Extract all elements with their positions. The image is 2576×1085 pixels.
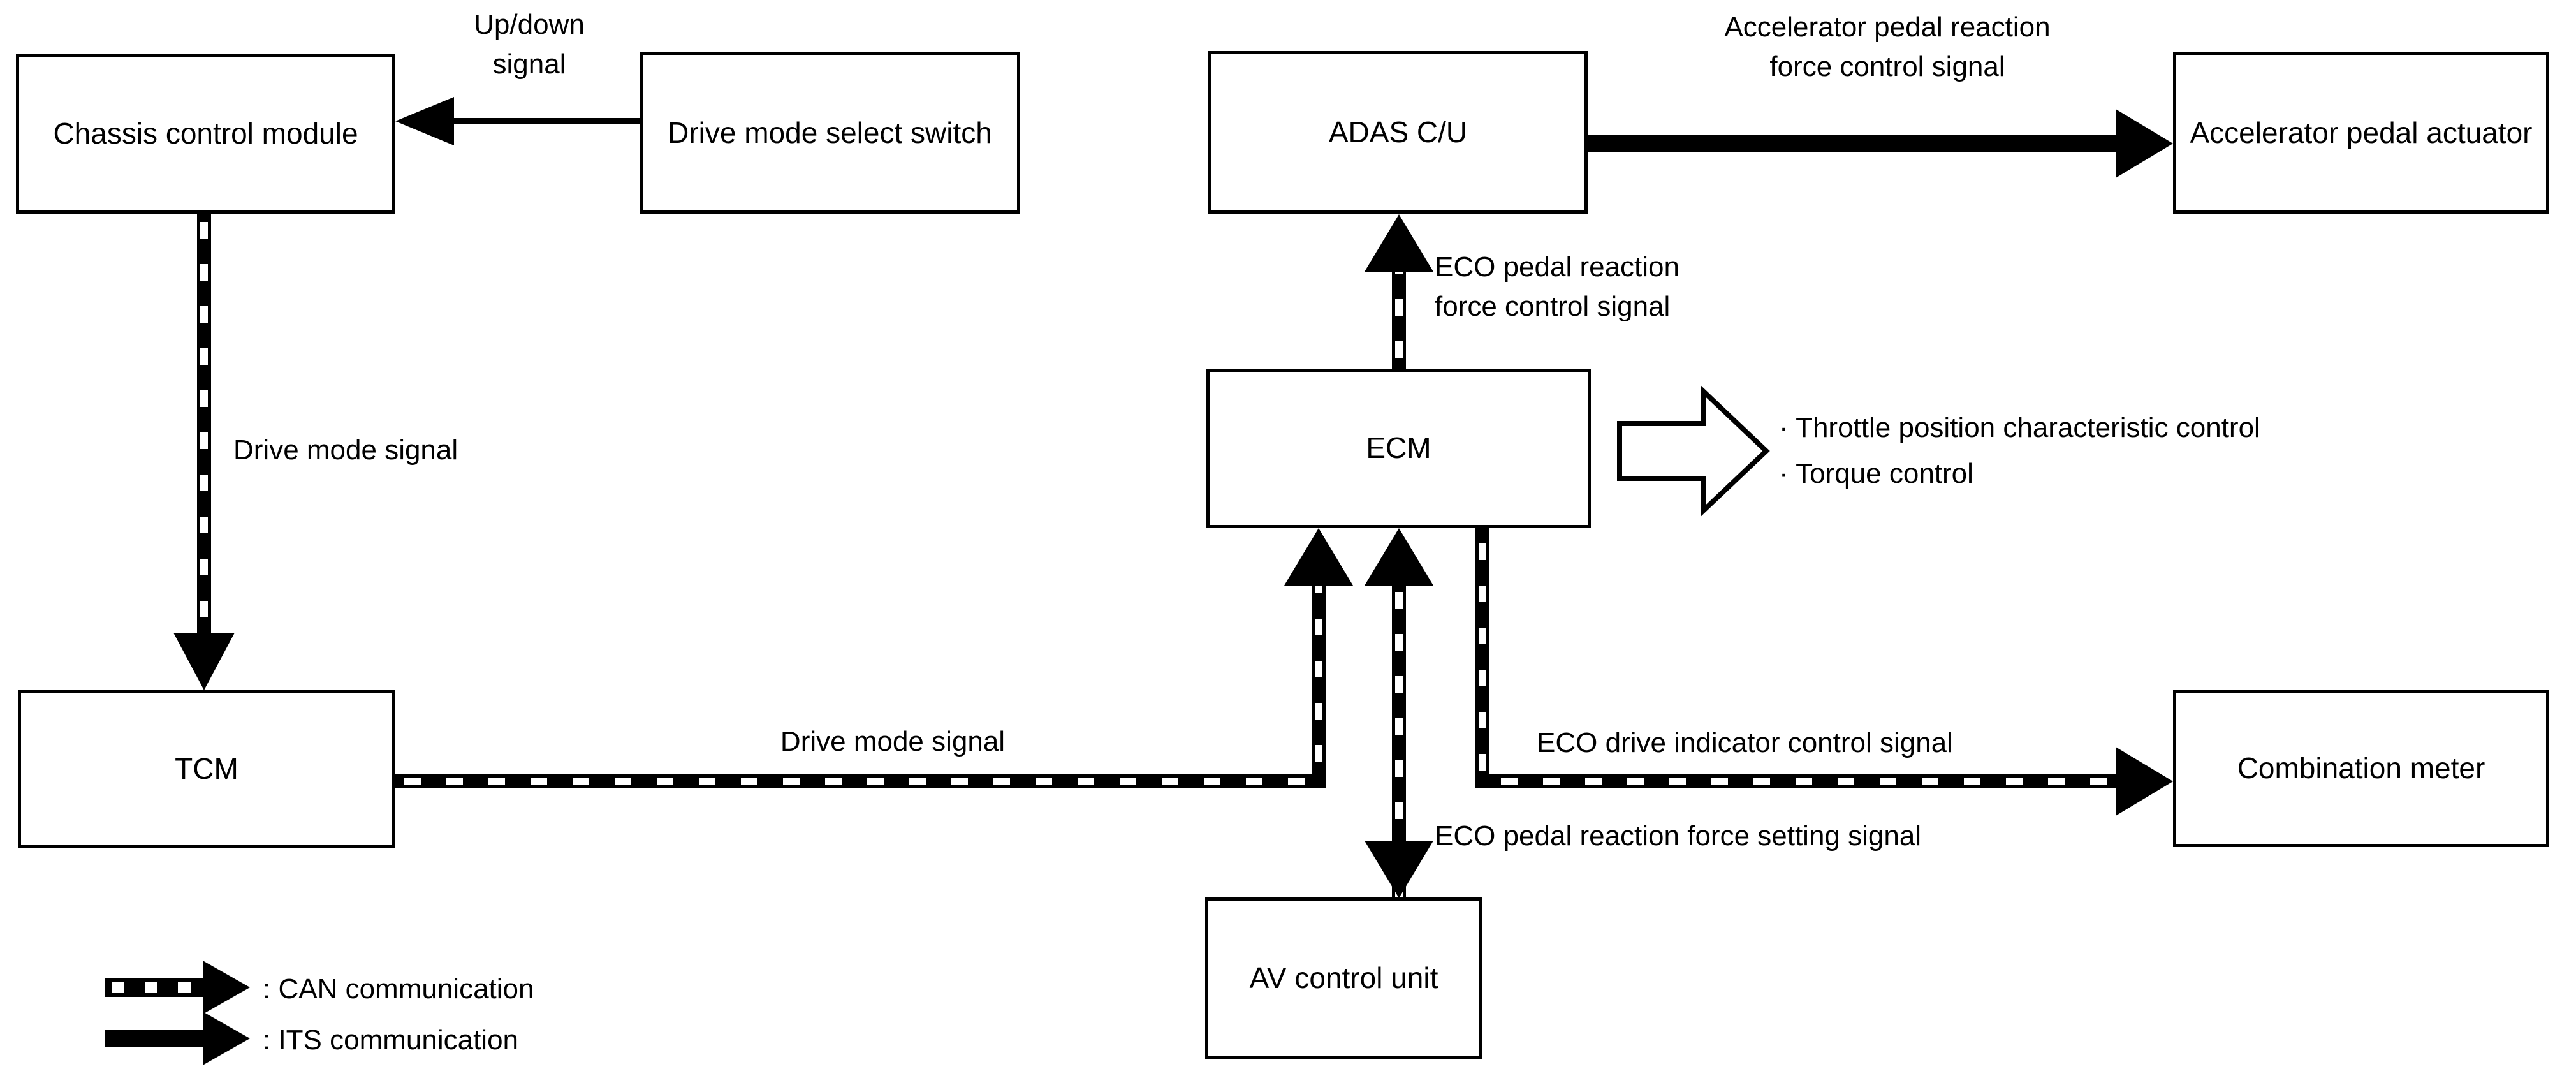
- ecm-output-item-torque-control: · Torque control: [1779, 458, 1973, 489]
- node-ecm[interactable]: ECM: [1206, 369, 1591, 528]
- node-adas-cu[interactable]: ADAS C/U: [1208, 51, 1588, 214]
- edge-eco-drive-indicator-control-signal: [1475, 528, 2173, 816]
- legend-its-arrow-icon: [105, 1012, 250, 1065]
- edge-drive-mode-signal-vertical: [173, 214, 235, 690]
- edge-label-eco-drive-indicator-control-signal: ECO drive indicator control signal: [1537, 727, 1953, 758]
- edge-label-drive-mode-signal-horizontal: Drive mode signal: [780, 726, 1006, 757]
- edge-updown-signal: [395, 97, 640, 145]
- node-combination-meter[interactable]: Combination meter: [2173, 690, 2549, 847]
- edge-accelerator-pedal-reaction-force-control-signal: [1588, 109, 2173, 178]
- edge-drive-mode-signal-horizontal: [395, 528, 1353, 788]
- edge-label-eco-pedal-reaction-force-setting-signal: ECO pedal reaction force setting signal: [1435, 820, 1922, 852]
- edge-label-updown-signal: Up/down signal: [474, 9, 585, 80]
- node-tcm[interactable]: TCM: [18, 690, 395, 848]
- legend-label-can-communication: : CAN communication: [263, 973, 534, 1005]
- node-chassis-control-module[interactable]: Chassis control module: [16, 54, 395, 214]
- node-av-control-unit[interactable]: AV control unit: [1205, 897, 1482, 1059]
- edge-label-drive-mode-signal-vertical: Drive mode signal: [233, 434, 458, 466]
- node-drive-mode-select-switch[interactable]: Drive mode select switch: [640, 52, 1020, 214]
- edge-label-eco-pedal-reaction-force-control-signal: ECO pedal reaction force control signal: [1435, 251, 1680, 323]
- legend-can-arrow-icon: [105, 961, 250, 1014]
- node-accelerator-pedal-actuator[interactable]: Accelerator pedal actuator: [2173, 52, 2549, 214]
- edge-eco-pedal-reaction-force-control-signal: [1365, 214, 1433, 369]
- legend-label-its-communication: : ITS communication: [263, 1024, 519, 1056]
- edge-label-accelerator-pedal-reaction-force-control-signal: Accelerator pedal reaction force control…: [1724, 11, 2051, 83]
- ecm-output-item-throttle-position: · Throttle position characteristic contr…: [1779, 412, 2260, 443]
- ecm-output-block-arrow: [1617, 385, 1770, 517]
